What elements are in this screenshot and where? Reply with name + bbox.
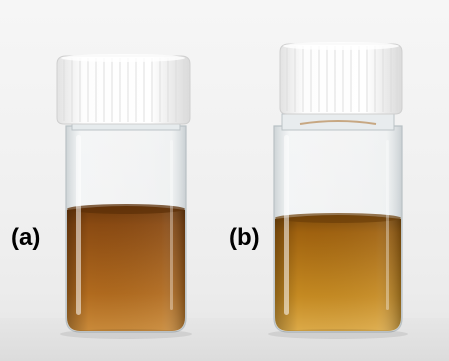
vial-b — [273, 42, 403, 333]
vial-b-cap — [279, 43, 403, 115]
vial-b-meniscus — [275, 213, 401, 223]
vial-a — [56, 54, 191, 333]
panel-label-a: (a) — [11, 224, 41, 251]
vial-a-meniscus — [67, 204, 185, 214]
vial-a-cap — [56, 55, 191, 125]
panel-label-b: (b) — [229, 224, 260, 251]
